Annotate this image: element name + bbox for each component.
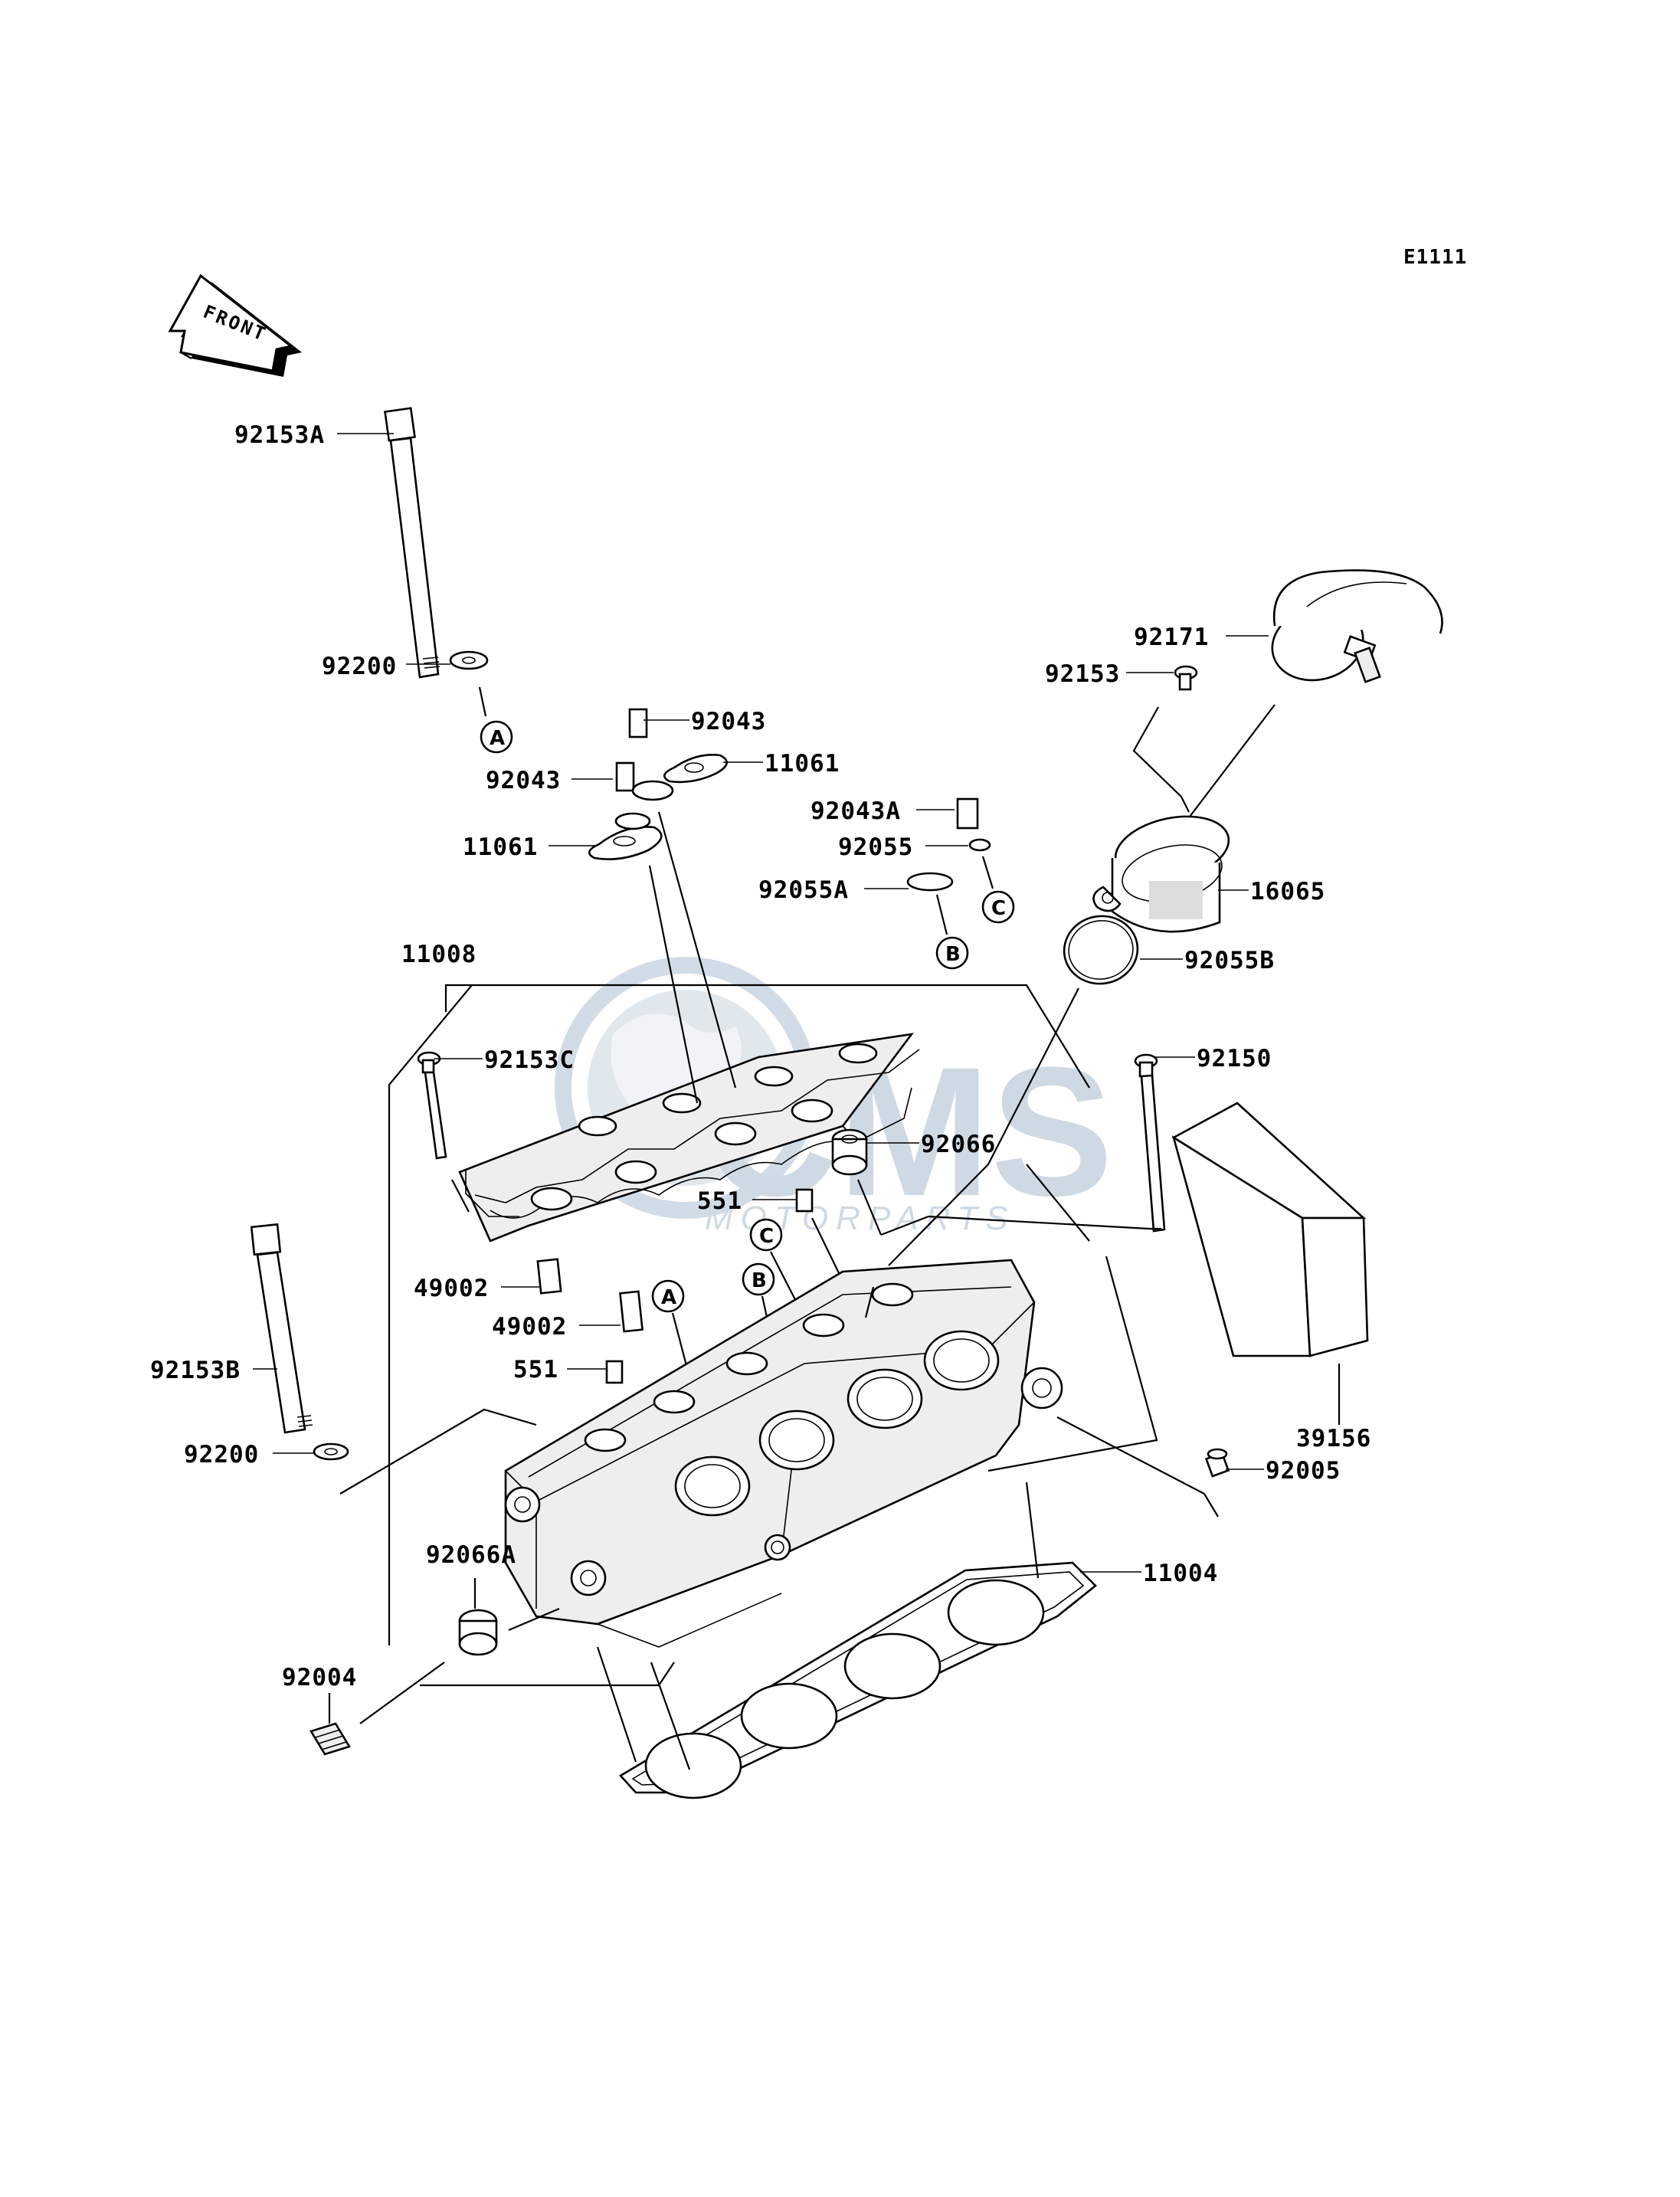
bolt-92153C bbox=[417, 1051, 447, 1160]
callout-92153: 92153 bbox=[1045, 660, 1120, 688]
callout-92200-upper: 92200 bbox=[322, 653, 397, 680]
callout-92150: 92150 bbox=[1197, 1045, 1272, 1072]
callout-92043A: 92043A bbox=[811, 797, 901, 825]
callout-labels: 92153A 92200 92043 92043 11061 11061 920… bbox=[150, 421, 1371, 1691]
o-ring-92055B bbox=[1063, 915, 1139, 985]
callout-92004: 92004 bbox=[282, 1664, 357, 1691]
seal-92066 bbox=[831, 1128, 868, 1176]
callout-49002-upper: 49002 bbox=[414, 1275, 489, 1302]
reference-marker-c-lower-letter: C bbox=[759, 1225, 774, 1248]
dowel-92043A bbox=[956, 797, 979, 830]
reference-marker-c-upper bbox=[981, 890, 1015, 924]
callout-551-lower: 551 bbox=[513, 1356, 558, 1383]
clamp-92171 bbox=[1271, 569, 1443, 683]
callout-92153B: 92153B bbox=[150, 1357, 241, 1384]
bolt-92153B bbox=[250, 1223, 313, 1434]
fitting-92005 bbox=[1204, 1448, 1230, 1478]
reference-marker-a-lower bbox=[651, 1279, 685, 1313]
camshaft-cap-assembly bbox=[458, 1033, 920, 1243]
callout-92066A: 92066A bbox=[426, 1541, 516, 1569]
valve-guide-49002-b bbox=[619, 1290, 644, 1333]
bolt-92150 bbox=[1134, 1053, 1166, 1233]
callout-551-upper: 551 bbox=[697, 1187, 742, 1215]
front-direction-arrow: FRONT bbox=[168, 273, 302, 377]
callout-leaders bbox=[253, 433, 1269, 1573]
seal-ring-small bbox=[631, 780, 674, 801]
callout-92055B: 92055B bbox=[1184, 947, 1275, 974]
seal-92066A bbox=[458, 1609, 498, 1656]
reference-marker-b-lower bbox=[742, 1262, 775, 1296]
bolt-92153A bbox=[384, 407, 440, 679]
screw-92153 bbox=[1174, 665, 1198, 691]
dowel-92043-left bbox=[615, 761, 635, 792]
dowel-551-lower bbox=[605, 1360, 624, 1384]
cylinder-head bbox=[504, 1259, 1063, 1648]
valve-guide-49002-a bbox=[536, 1258, 562, 1295]
callout-11061-lower: 11061 bbox=[463, 833, 538, 861]
callout-39156: 39156 bbox=[1296, 1425, 1371, 1452]
callout-11004: 11004 bbox=[1143, 1560, 1218, 1587]
reference-marker-c-upper-letter: C bbox=[991, 897, 1006, 920]
reference-marker-a-upper-letter: A bbox=[490, 727, 505, 750]
head-gasket-11004 bbox=[618, 1561, 1097, 1799]
callout-49002-lower: 49002 bbox=[492, 1313, 567, 1341]
callout-92066: 92066 bbox=[921, 1131, 996, 1158]
reference-marker-b-lower-letter: B bbox=[752, 1269, 767, 1292]
callout-92043-lower: 92043 bbox=[486, 767, 561, 794]
seal-11061-left bbox=[588, 826, 663, 860]
callout-16065: 16065 bbox=[1250, 878, 1325, 905]
oil-filler-16065 bbox=[1092, 815, 1230, 933]
washer-92200-lower bbox=[313, 1442, 349, 1461]
callout-92200-lower: 92200 bbox=[184, 1441, 259, 1468]
reference-marker-a-lower-letter: A bbox=[661, 1286, 676, 1309]
diagram-code: E1111 bbox=[1403, 246, 1467, 269]
reference-marker-b-upper-letter: B bbox=[945, 943, 961, 966]
gasket-kit-39156 bbox=[1171, 1102, 1369, 1357]
reference-marker-c-lower bbox=[749, 1218, 783, 1252]
reference-marker-b-upper bbox=[935, 936, 969, 970]
callout-92005: 92005 bbox=[1266, 1457, 1341, 1485]
seal-11061-right bbox=[663, 754, 728, 784]
callout-92043-upper: 92043 bbox=[691, 708, 766, 735]
callout-11061-upper: 11061 bbox=[765, 750, 840, 778]
reference-marker-a-upper bbox=[480, 720, 513, 754]
callout-92153A: 92153A bbox=[234, 421, 325, 449]
stud-92004 bbox=[309, 1722, 351, 1756]
dowel-92043-top bbox=[628, 708, 648, 738]
callout-92055: 92055 bbox=[838, 833, 913, 861]
callout-92055A: 92055A bbox=[758, 876, 849, 904]
dowel-551-upper bbox=[795, 1188, 814, 1213]
callout-11008: 11008 bbox=[401, 941, 476, 968]
o-ring-92055 bbox=[968, 838, 991, 852]
callout-92153C: 92153C bbox=[484, 1046, 575, 1074]
washer-92200-upper bbox=[449, 650, 489, 670]
o-ring-92055A bbox=[906, 872, 954, 892]
callout-92171: 92171 bbox=[1134, 624, 1209, 651]
